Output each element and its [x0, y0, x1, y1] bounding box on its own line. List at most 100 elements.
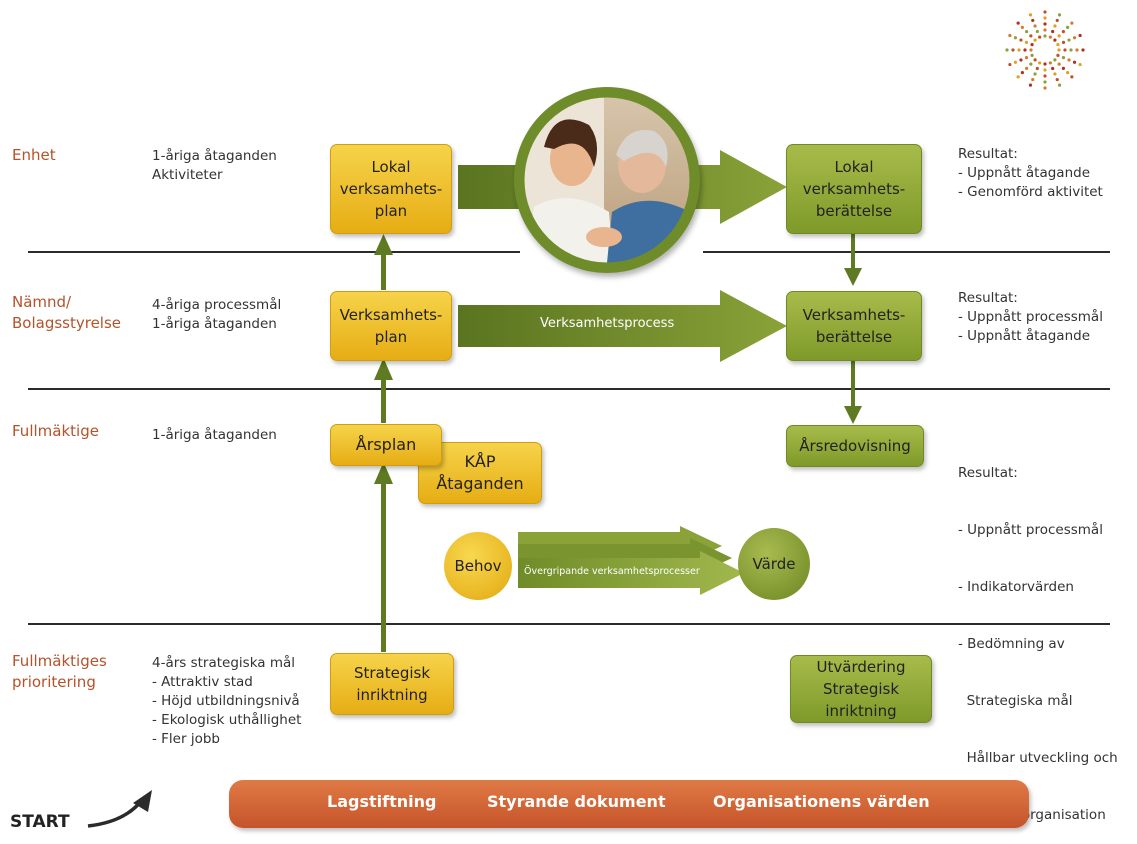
- box-line: Utvärdering: [816, 658, 906, 676]
- logo-dot: [1043, 80, 1047, 84]
- arrow-overgripande-main: [518, 551, 744, 595]
- logo-dot: [1048, 61, 1052, 65]
- box-strategisk-inriktning[interactable]: Strategisk inriktning: [330, 653, 454, 715]
- box-arsredovisning[interactable]: Årsredovisning: [786, 425, 924, 467]
- logo-dot: [1025, 30, 1029, 34]
- logo-dot: [1020, 71, 1024, 75]
- bar-item-styrande-dokument[interactable]: Styrande dokument: [487, 792, 666, 811]
- desc-line: 1-åriga åtaganden: [152, 148, 277, 164]
- logo-dot: [1070, 75, 1074, 79]
- logo-dot: [1072, 36, 1077, 40]
- logo-dot: [1031, 18, 1035, 23]
- desc-prio: 4-års strategiska mål - Attraktiv stad -…: [152, 654, 301, 749]
- row-label-fullmaktige: Fullmäktige: [12, 422, 99, 440]
- box-line: plan: [374, 328, 408, 346]
- logo-dot: [1066, 25, 1070, 29]
- result-line: - Genomförd aktivitet: [958, 184, 1103, 200]
- result-line: - Uppnått åtagande: [958, 165, 1091, 181]
- arrow-verksamhetsprocess: [458, 290, 787, 362]
- divider-enhet: [28, 251, 520, 253]
- logo-dot: [1020, 25, 1024, 29]
- result-line: - Indikatorvärden: [958, 579, 1074, 595]
- logo-dot: [1051, 29, 1055, 34]
- logo-dot: [1033, 72, 1037, 76]
- logo-dot: [1063, 48, 1067, 52]
- logo-dot: [1029, 48, 1033, 52]
- logo-dot: [1070, 21, 1074, 25]
- care-photo-image: [517, 90, 697, 270]
- logo-dot: [1075, 48, 1079, 52]
- logo-dot: [1078, 62, 1082, 67]
- box-line: verksamhets-: [339, 180, 443, 198]
- logo-dot: [1008, 33, 1012, 38]
- box-utvardering[interactable]: Utvärdering Strategisk inriktning: [790, 655, 932, 723]
- logo-dot: [1019, 58, 1023, 62]
- row-label-prio-line1: Fullmäktiges: [12, 652, 107, 670]
- arrow-up-strategisk: [374, 462, 393, 652]
- logo-dot: [1066, 71, 1070, 75]
- box-verksamhetsberattelse[interactable]: Verksamhets- berättelse: [786, 291, 922, 361]
- desc-line: 1-åriga åtaganden: [152, 427, 277, 443]
- logo-dot: [1016, 21, 1020, 25]
- logo-dot: [1053, 24, 1057, 28]
- logo-dot: [1033, 24, 1037, 28]
- logo-dot: [1053, 58, 1057, 62]
- logo-dot: [1043, 10, 1047, 14]
- start-arrow-head: [133, 790, 152, 812]
- logo-dot: [1029, 34, 1033, 38]
- arrow-down-verksamhetsberattelse: [844, 360, 862, 424]
- bar-item-lagstiftning[interactable]: Lagstiftning: [327, 792, 437, 811]
- logo-dot: [1023, 48, 1027, 52]
- logo-dot: [1038, 35, 1042, 39]
- logo-dot: [1081, 48, 1085, 52]
- desc-line: - Attraktiv stad: [152, 674, 253, 690]
- logo-dot: [1057, 48, 1061, 52]
- logo-dot: [1013, 36, 1018, 40]
- logo-dot: [1024, 40, 1029, 44]
- verksamhetsprocess-label: Verksamhetsprocess: [540, 316, 675, 331]
- circle-behov-label: Behov: [454, 557, 502, 575]
- box-lokal-verksamhetsplan[interactable]: Lokal verksamhets- plan: [330, 144, 452, 234]
- arrow-up-verksamhetsplan: [374, 234, 393, 290]
- logo-dot: [1035, 29, 1039, 34]
- logo-dot: [1043, 34, 1047, 38]
- row-label-namnd-line1: Nämnd/: [12, 293, 72, 311]
- logo-dot: [1069, 48, 1073, 52]
- logo-dot: [1033, 38, 1037, 42]
- result-line: Resultat:: [958, 465, 1018, 481]
- box-arsplan[interactable]: Årsplan: [330, 424, 442, 466]
- logo-dot: [1011, 48, 1015, 52]
- care-photo: [514, 87, 700, 273]
- box-line: verksamhets-: [802, 180, 906, 198]
- result-line: Resultat:: [958, 290, 1018, 306]
- bar-item-organisationens-varden[interactable]: Organisationens värden: [713, 792, 930, 811]
- results-enhet: Resultat: - Uppnått åtagande - Genomförd…: [958, 145, 1103, 202]
- logo-dot: [1061, 56, 1066, 60]
- logo-dot: [1019, 38, 1023, 42]
- logo-dot: [1043, 22, 1047, 26]
- logo-dot: [1043, 16, 1047, 20]
- desc-line: - Fler jobb: [152, 731, 220, 747]
- circle-varde[interactable]: Värde: [738, 528, 810, 600]
- box-line: Åtaganden: [436, 474, 524, 493]
- row-label-enhet: Enhet: [12, 146, 56, 164]
- arrow-up-arsplan: [374, 358, 393, 423]
- logo-dot: [1033, 58, 1037, 62]
- box-line: berättelse: [815, 202, 893, 220]
- logo-dot: [1056, 53, 1060, 57]
- logo-dot: [1030, 43, 1034, 47]
- desc-enhet: 1-åriga åtaganden Aktiviteter: [152, 147, 277, 185]
- logo-dot: [1008, 62, 1012, 67]
- circle-behov[interactable]: Behov: [444, 532, 512, 600]
- logo-dot: [1048, 35, 1052, 39]
- box-line: Lokal: [834, 158, 874, 176]
- start-curve-arrow: [87, 798, 144, 828]
- logo-dot: [1057, 62, 1061, 66]
- logo-dot: [1061, 40, 1066, 44]
- logo-dot: [1043, 28, 1047, 32]
- box-verksamhetsplan[interactable]: Verksamhets- plan: [330, 291, 452, 361]
- row-label-namnd-line2: Bolagsstyrelse: [12, 314, 122, 332]
- box-kap-ataganden[interactable]: KÅP Åtaganden: [418, 442, 542, 504]
- box-lokal-verksamhetsberattelse[interactable]: Lokal verksamhets- berättelse: [786, 144, 922, 234]
- logo-dot: [1051, 66, 1055, 71]
